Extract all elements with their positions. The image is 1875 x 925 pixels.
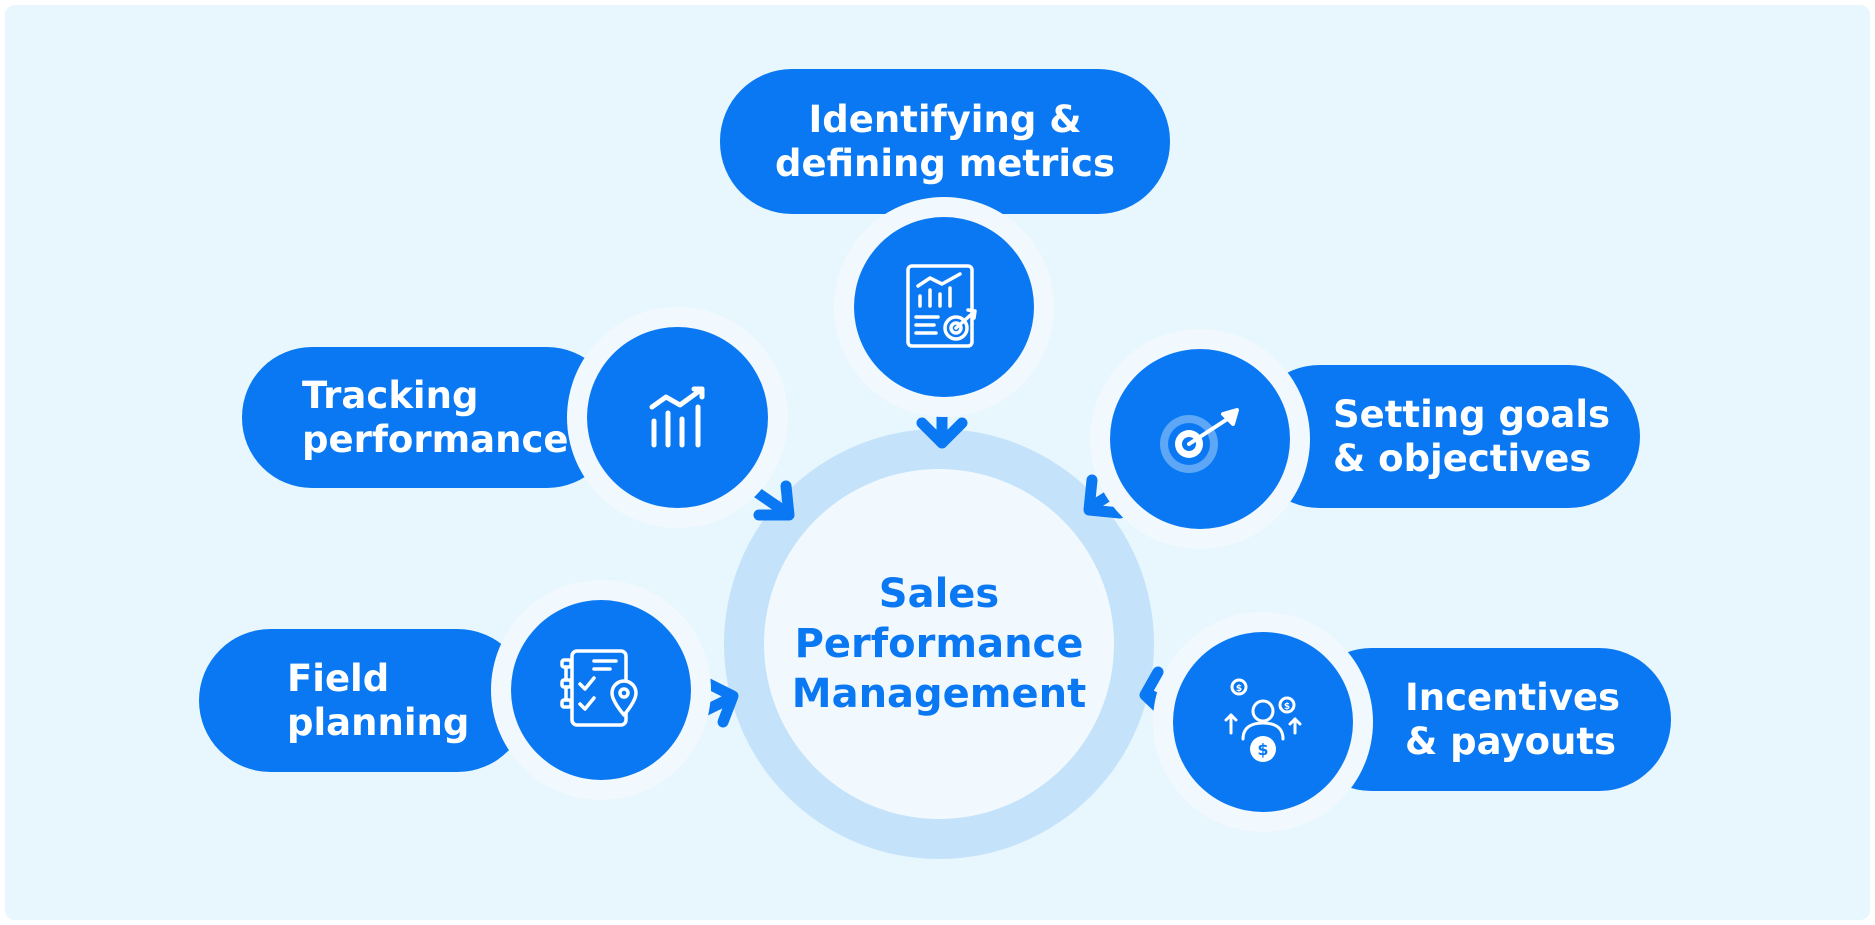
svg-text:$: $ [1284, 702, 1290, 712]
person-dollar-coins-icon: $ $ $ [1224, 678, 1302, 762]
goals-label: Setting goals & objectives [1333, 392, 1611, 480]
field-icon-disc [511, 600, 691, 780]
incentives-icon-disc: $ $ $ [1173, 632, 1353, 812]
center-title: Sales Performance Management [791, 571, 1087, 717]
metrics-label: Identifying & defining metrics [775, 97, 1115, 185]
incentives-label: Incentives & payouts [1405, 675, 1621, 763]
diagram-canvas: Sales Performance Management [5, 5, 1870, 920]
metrics-pill: Identifying & defining metrics [720, 69, 1170, 214]
field-label: Field planning [287, 656, 470, 744]
tracking-label: Tracking performance [302, 373, 569, 461]
center-circle: Sales Performance Management [764, 469, 1114, 819]
report-chart-target-icon [906, 264, 977, 348]
metrics-icon-disc [854, 217, 1034, 397]
checklist-location-icon [560, 649, 638, 727]
goals-icon-disc [1110, 349, 1290, 529]
tracking-icon-disc [587, 327, 768, 508]
svg-text:$: $ [1257, 740, 1268, 759]
field-pill: Field planning [199, 629, 529, 772]
target-arrow-icon [1160, 408, 1239, 473]
svg-text:$: $ [1236, 684, 1242, 694]
bar-chart-trend-icon [649, 386, 704, 447]
goals-pill: Setting goals & objectives [1248, 365, 1640, 508]
tracking-pill: Tracking performance [242, 347, 617, 488]
